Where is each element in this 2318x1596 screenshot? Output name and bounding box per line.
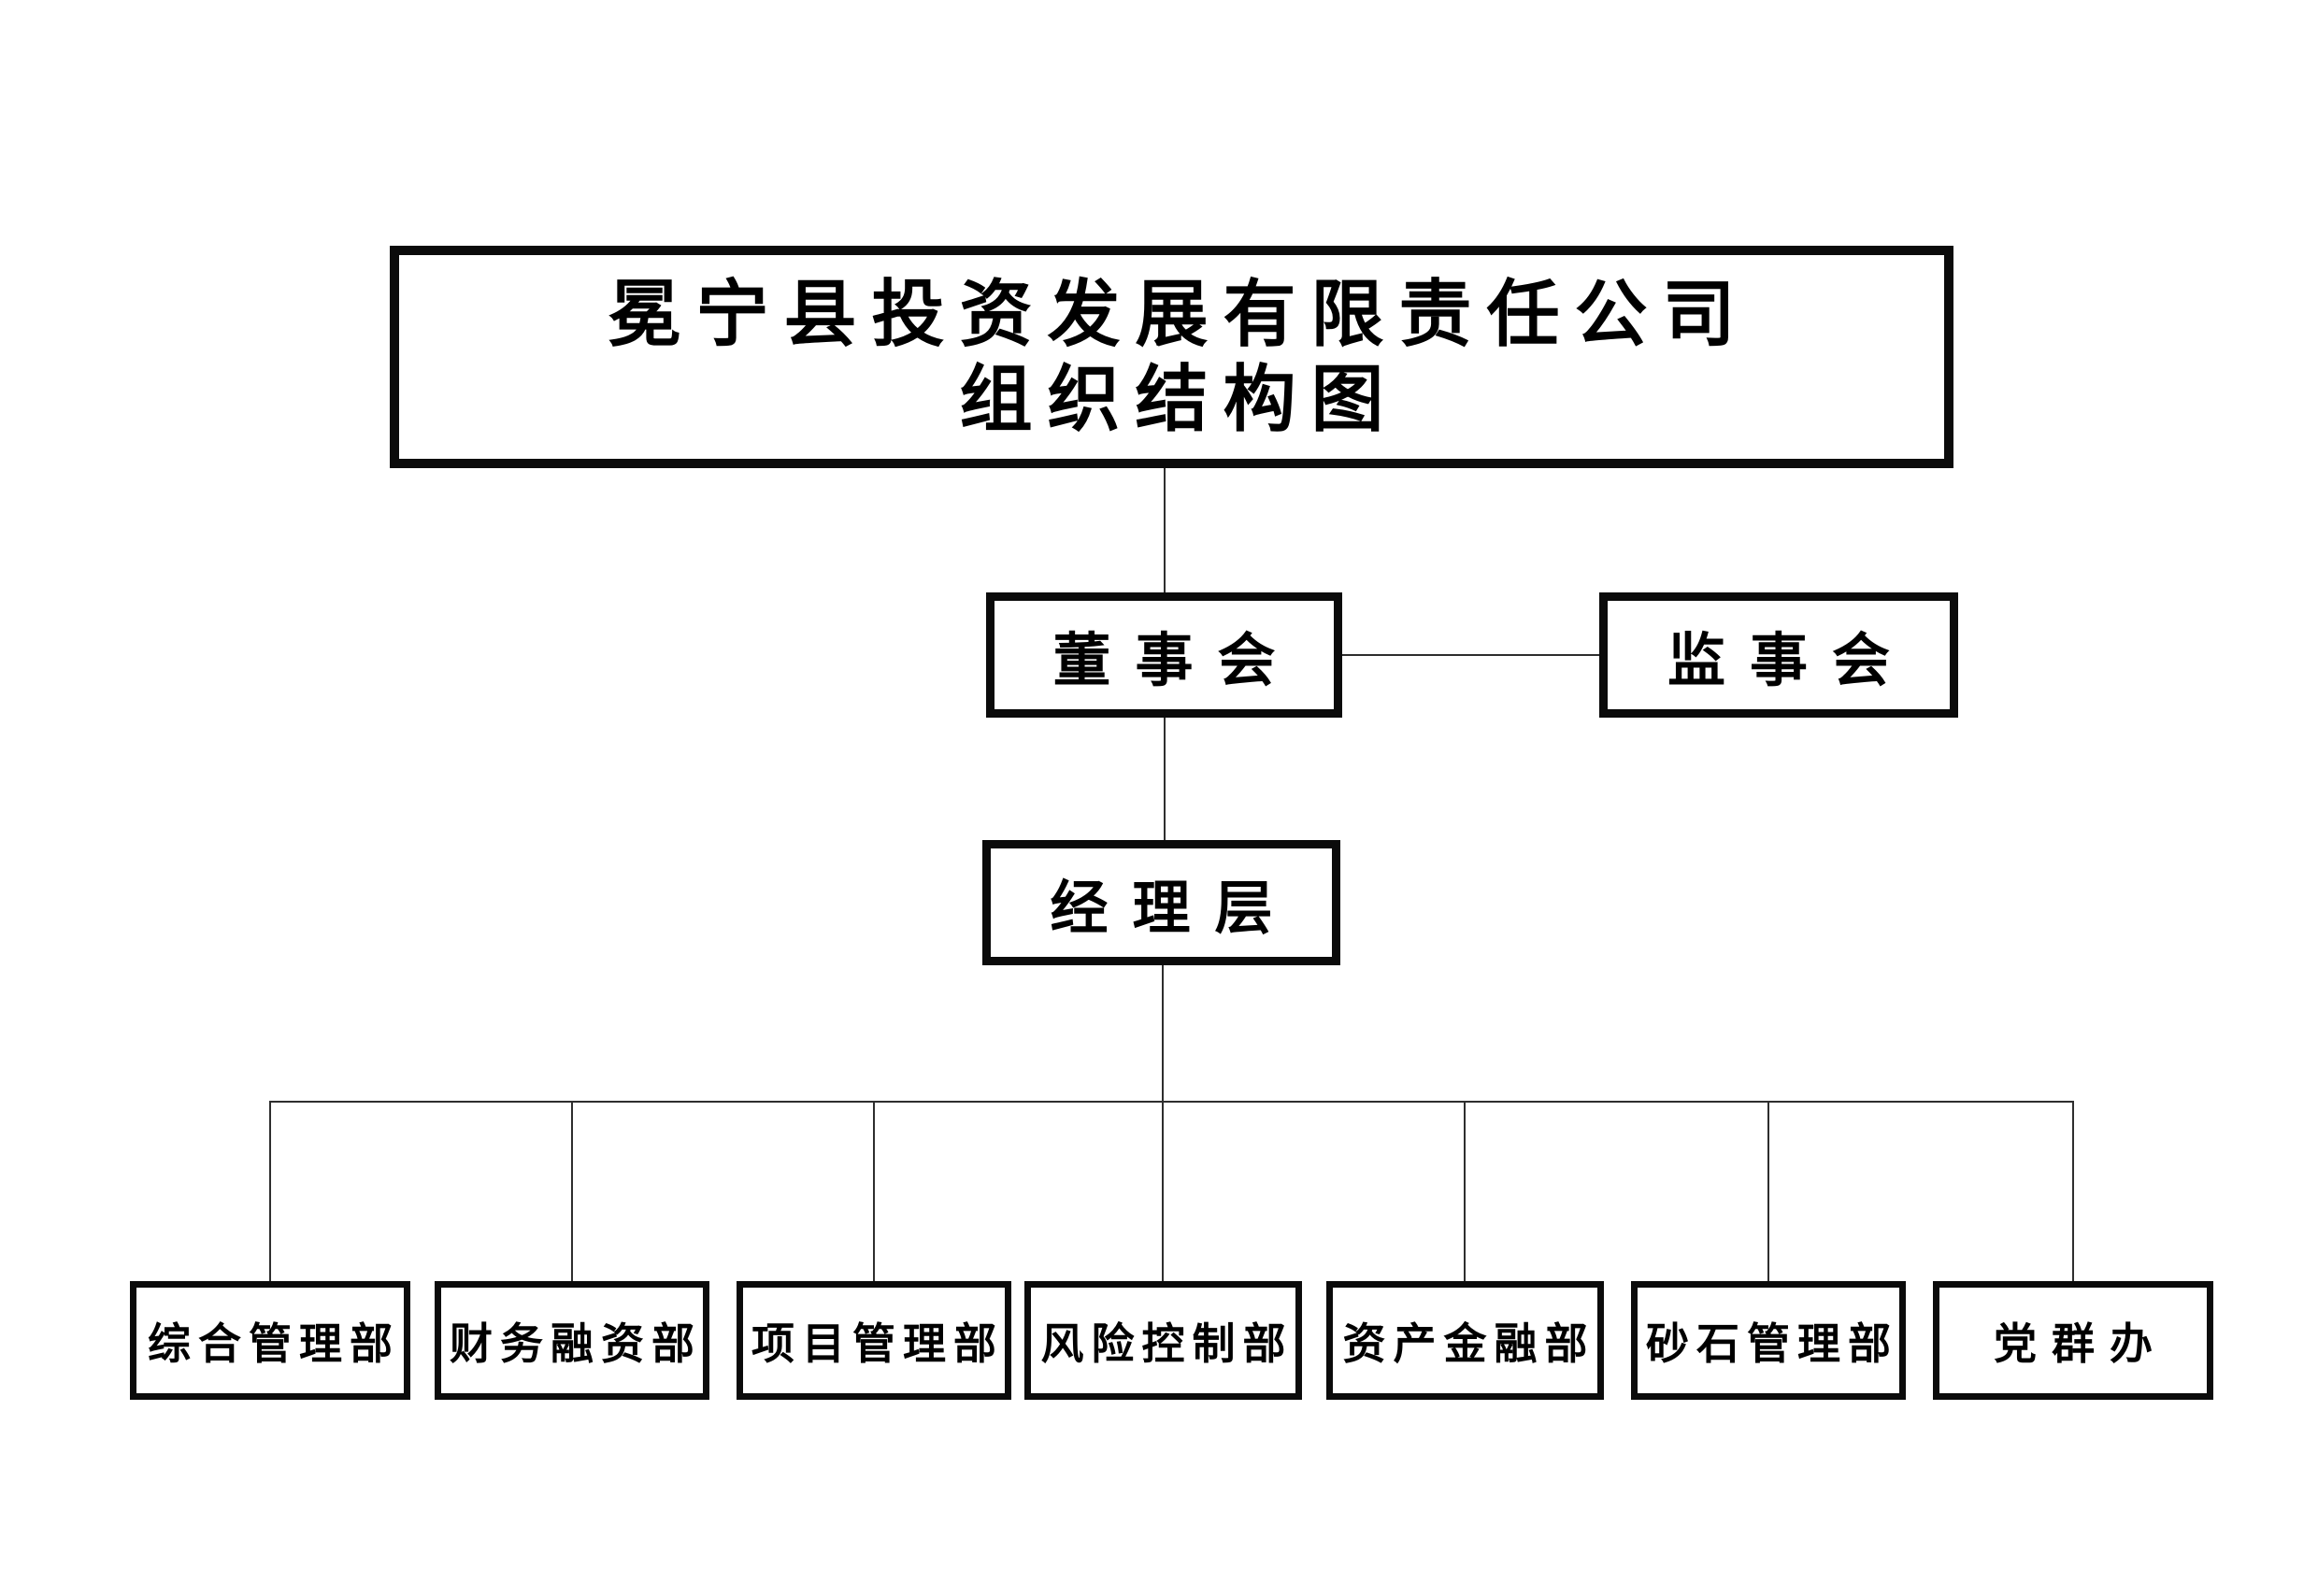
connector-title-to-board	[1164, 468, 1166, 592]
dept-box-party: 党群办	[1933, 1281, 2213, 1400]
dept-box-finance: 财务融资部	[435, 1281, 709, 1400]
dept-label: 财务融资部	[450, 1318, 702, 1368]
dept-box-project: 项目管理部	[737, 1281, 1011, 1400]
chart-subtitle: 组织结构图	[959, 358, 1399, 440]
connector-bus-drop-6	[1767, 1101, 1769, 1281]
dept-label: 党群办	[1994, 1318, 2168, 1368]
connector-bus-drop-3	[873, 1101, 875, 1281]
management-label: 经理层	[1050, 876, 1297, 941]
board-box: 董事会	[986, 592, 1342, 718]
company-name: 冕宁县投资发展有限责任公司	[608, 272, 1751, 355]
connector-bus-drop-7	[2072, 1101, 2074, 1281]
dept-box-general-admin: 综合管理部	[130, 1281, 410, 1400]
dept-label: 砂石管理部	[1646, 1318, 1898, 1368]
connector-bus-drop-2	[571, 1101, 573, 1281]
connector-board-to-management	[1164, 718, 1166, 840]
board-label: 董事会	[1052, 629, 1300, 693]
supervisory-label: 监事会	[1667, 629, 1914, 693]
connector-management-to-dept-4	[1162, 965, 1164, 1281]
connector-bus-drop-5	[1464, 1101, 1466, 1281]
dept-label: 综合管理部	[148, 1318, 400, 1368]
management-box: 经理层	[982, 840, 1340, 965]
connector-board-to-supervisory	[1342, 654, 1599, 656]
dept-box-risk: 风险控制部	[1024, 1281, 1302, 1400]
connector-bus-drop-1	[269, 1101, 271, 1281]
connector-bus	[269, 1101, 2074, 1103]
dept-box-asset: 资产金融部	[1326, 1281, 1604, 1400]
supervisory-box: 监事会	[1599, 592, 1958, 718]
dept-label: 资产金融部	[1342, 1318, 1595, 1368]
dept-box-sandstone: 砂石管理部	[1631, 1281, 1906, 1400]
title-box: 冕宁县投资发展有限责任公司 组织结构图	[390, 246, 1953, 468]
dept-label: 项目管理部	[751, 1318, 1004, 1368]
dept-label: 风险控制部	[1040, 1318, 1294, 1368]
